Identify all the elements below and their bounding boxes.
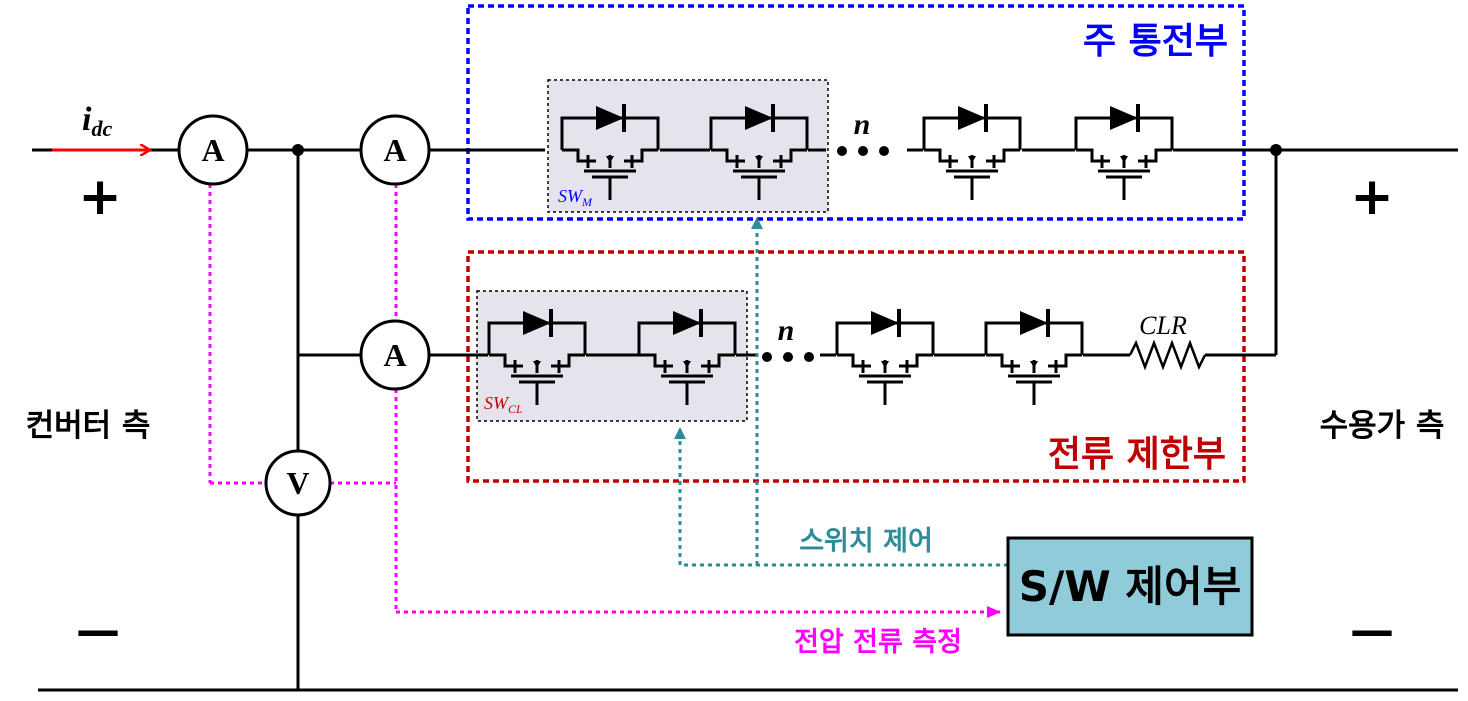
svg-text:A: A — [383, 337, 406, 373]
converter-side-label: 컨버터 측 — [26, 408, 151, 444]
control-unit-label: S/W 제어부 — [1019, 562, 1241, 611]
current-symbol: idc — [82, 101, 112, 141]
svg-text:A: A — [383, 132, 406, 168]
minus-left: — — [76, 605, 120, 656]
current-limiting-label: 전류 제한부 — [1048, 434, 1226, 475]
main-switch-module — [547, 79, 829, 213]
control-lines — [674, 217, 1008, 567]
voltmeter-icon: V — [264, 449, 332, 517]
minus-right: — — [1350, 605, 1394, 656]
plus-right: + — [1350, 167, 1394, 227]
measure-lines — [208, 184, 1001, 618]
switch-icon — [984, 307, 1084, 407]
current-limiting-box — [466, 250, 1246, 483]
ammeter-icon: A — [359, 114, 431, 186]
main-conduction-box — [466, 4, 1246, 221]
plus-left: + — [78, 167, 122, 227]
sw-cl-label: SWCL — [484, 393, 523, 416]
main-conduction-label: 주 통전부 — [1083, 21, 1228, 62]
clr-resistor — [1128, 339, 1207, 371]
clr-label: CLR — [1139, 311, 1187, 340]
junction-dot — [292, 144, 304, 156]
svg-text:A: A — [201, 132, 224, 168]
switch-control-label: 스위치 제어 — [799, 526, 933, 557]
series-count-main: n — [854, 108, 871, 141]
series-count-limit: n — [778, 314, 795, 347]
ellipsis-dots — [762, 146, 889, 362]
switch-icon — [922, 102, 1022, 202]
dc-wiring — [32, 148, 1458, 692]
junction-dot — [1270, 144, 1282, 156]
ammeter-icon: A — [359, 319, 431, 391]
svg-text:V: V — [286, 465, 309, 501]
switch-icon — [1074, 102, 1174, 202]
control-unit-box — [1006, 536, 1254, 637]
consumer-side-label: 수용가 측 — [1320, 408, 1445, 444]
ammeter-icon: A — [177, 114, 249, 186]
measure-label: 전압 전류 측정 — [794, 627, 962, 658]
sw-main-label: SWM — [558, 186, 593, 209]
switch-icon — [835, 307, 935, 407]
